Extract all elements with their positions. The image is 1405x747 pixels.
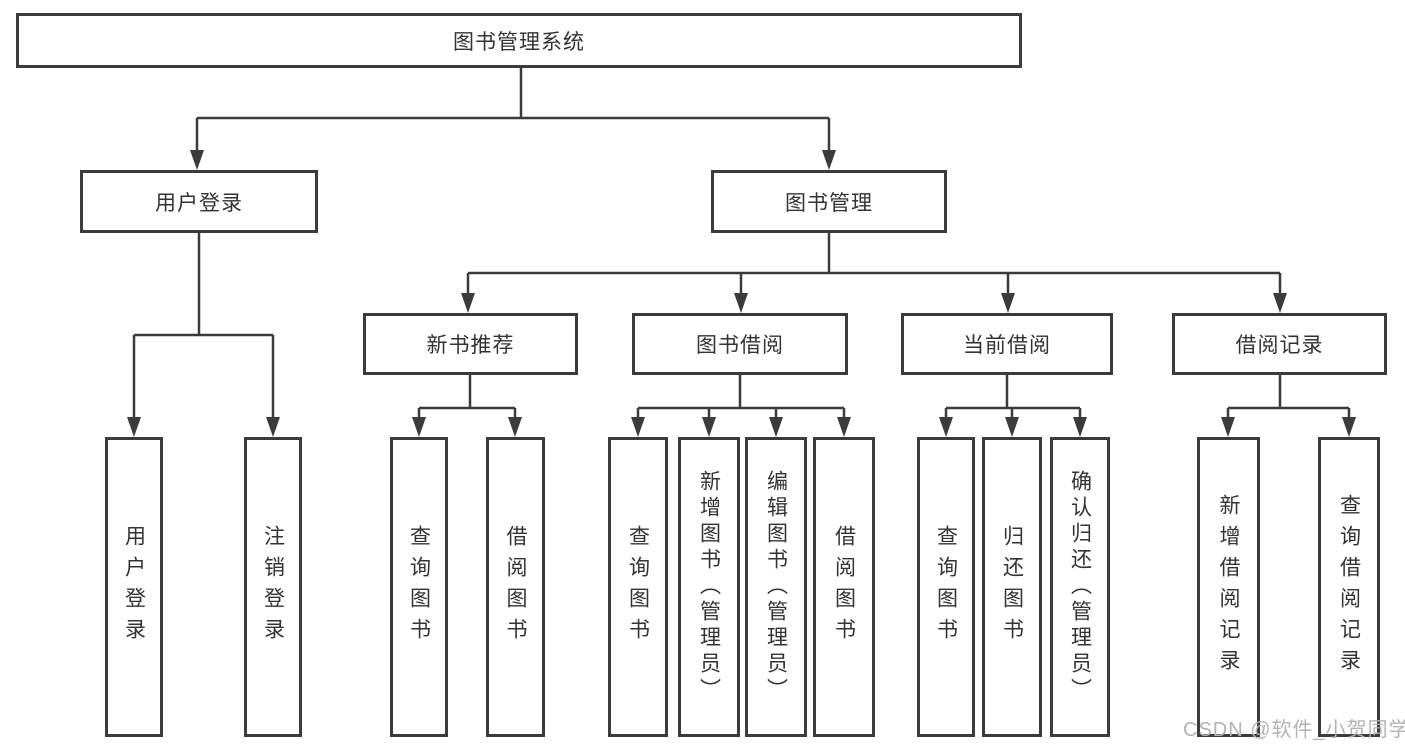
node-new-book-rec: 新书推荐 xyxy=(363,313,578,375)
connector-book-mgmt xyxy=(461,233,1287,313)
node-user-login-label: 用户登录 xyxy=(155,191,243,215)
node-current-borrow: 当前借阅 xyxy=(901,313,1113,375)
leaf-bb-add-books: 新增图书（管理员） xyxy=(678,437,740,737)
leaf-cb-query-books-label: 查询图书 xyxy=(934,525,958,649)
connector-user-login xyxy=(127,233,280,437)
arrowhead xyxy=(461,293,475,313)
arrowhead xyxy=(508,417,522,437)
arrowhead xyxy=(190,150,204,170)
leaf-user-login-label: 用户登录 xyxy=(122,525,146,649)
arrowhead xyxy=(837,417,851,437)
leaf-user-login: 用户登录 xyxy=(105,437,163,737)
node-book-mgmt-label: 图书管理 xyxy=(785,191,873,215)
node-user-login: 用户登录 xyxy=(80,170,318,233)
leaf-cb-return-books: 归还图书 xyxy=(982,437,1042,737)
connector-book-borrow xyxy=(631,375,851,437)
leaf-logout: 注销登录 xyxy=(244,437,302,737)
node-book-borrow-label: 图书借阅 xyxy=(696,334,784,357)
node-root: 图书管理系统 xyxy=(16,13,1022,68)
leaf-rec-borrow-books-label: 借阅图书 xyxy=(504,525,527,649)
node-new-book-rec-label: 新书推荐 xyxy=(426,334,515,357)
node-root-label: 图书管理系统 xyxy=(453,30,585,54)
leaf-rec-query-books-label: 查询图书 xyxy=(407,525,431,649)
leaf-bb-query-books-label: 查询图书 xyxy=(626,525,650,649)
arrowhead xyxy=(1342,417,1356,437)
arrowhead xyxy=(1001,293,1015,313)
leaf-bb-edit-books: 编辑图书（管理员） xyxy=(745,437,807,737)
leaf-cb-query-books: 查询图书 xyxy=(917,437,975,737)
node-book-borrow: 图书借阅 xyxy=(632,313,848,375)
leaf-bb-borrow-books: 借阅图书 xyxy=(813,437,875,737)
arrowhead xyxy=(822,150,836,170)
arrowhead xyxy=(266,417,280,437)
arrowhead xyxy=(1073,417,1087,437)
connector-current-borrow xyxy=(939,375,1087,437)
leaf-br-query-record-label: 查询借阅记录 xyxy=(1337,494,1361,680)
leaf-bb-borrow-books-label: 借阅图书 xyxy=(832,525,856,649)
node-current-borrow-label: 当前借阅 xyxy=(963,334,1051,357)
csdn-watermark: CSDN @软件_小贺同学 xyxy=(1183,719,1405,741)
arrowhead xyxy=(939,417,953,437)
leaf-br-add-record-label: 新增借阅记录 xyxy=(1217,494,1240,680)
leaf-br-query-record: 查询借阅记录 xyxy=(1318,437,1380,737)
leaf-cb-confirm-return: 确认归还（管理员） xyxy=(1050,437,1110,737)
arrowhead xyxy=(1005,417,1019,437)
arrowhead xyxy=(412,417,426,437)
leaf-logout-label: 注销登录 xyxy=(261,525,285,649)
node-borrow-records: 借阅记录 xyxy=(1172,313,1387,375)
arrowhead xyxy=(734,293,748,313)
arrowhead xyxy=(1221,417,1235,437)
arrowhead xyxy=(631,417,645,437)
leaf-cb-confirm-return-label: 确认归还（管理员） xyxy=(1068,470,1092,704)
leaf-rec-borrow-books: 借阅图书 xyxy=(486,437,545,737)
arrowhead xyxy=(702,417,716,437)
node-book-mgmt: 图书管理 xyxy=(711,170,947,233)
connector-new-book-rec xyxy=(412,375,522,437)
leaf-cb-return-books-label: 归还图书 xyxy=(1000,525,1024,649)
node-borrow-records-label: 借阅记录 xyxy=(1235,334,1324,357)
leaf-bb-edit-books-label: 编辑图书（管理员） xyxy=(764,470,788,704)
arrowhead xyxy=(769,417,783,437)
leaf-rec-query-books: 查询图书 xyxy=(390,437,448,737)
connector-root xyxy=(190,68,836,170)
leaf-bb-add-books-label: 新增图书（管理员） xyxy=(697,470,721,704)
connector-borrow-records xyxy=(1221,375,1356,437)
leaf-bb-query-books: 查询图书 xyxy=(608,437,668,737)
arrowhead xyxy=(127,417,141,437)
arrowhead xyxy=(1273,293,1287,313)
leaf-br-add-record: 新增借阅记录 xyxy=(1197,437,1260,737)
